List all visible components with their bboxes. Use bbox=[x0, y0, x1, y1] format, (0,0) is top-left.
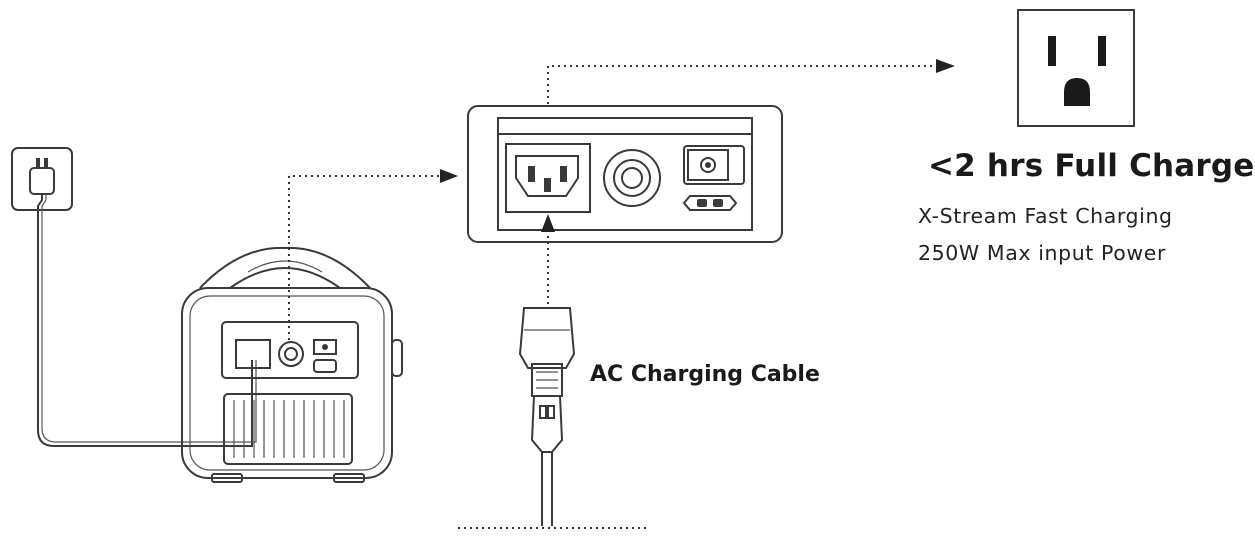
power-station-icon bbox=[181, 246, 403, 483]
zoom-arrow bbox=[288, 169, 458, 340]
wall-plug-icon bbox=[11, 147, 257, 447]
cable-arrow bbox=[541, 214, 555, 304]
ac-cable-connector-icon bbox=[518, 307, 576, 526]
outlet-arrow bbox=[547, 59, 955, 104]
ac-input-panel-icon bbox=[467, 105, 783, 243]
fast-charging-text: X-Stream Fast Charging bbox=[918, 204, 1173, 228]
full-charge-title: <2 hrs Full Charge bbox=[928, 148, 1255, 184]
ac-cable-label: AC Charging Cable bbox=[590, 362, 820, 387]
max-input-text: 250W Max input Power bbox=[918, 241, 1167, 265]
ac-outlet-icon bbox=[1017, 9, 1135, 127]
